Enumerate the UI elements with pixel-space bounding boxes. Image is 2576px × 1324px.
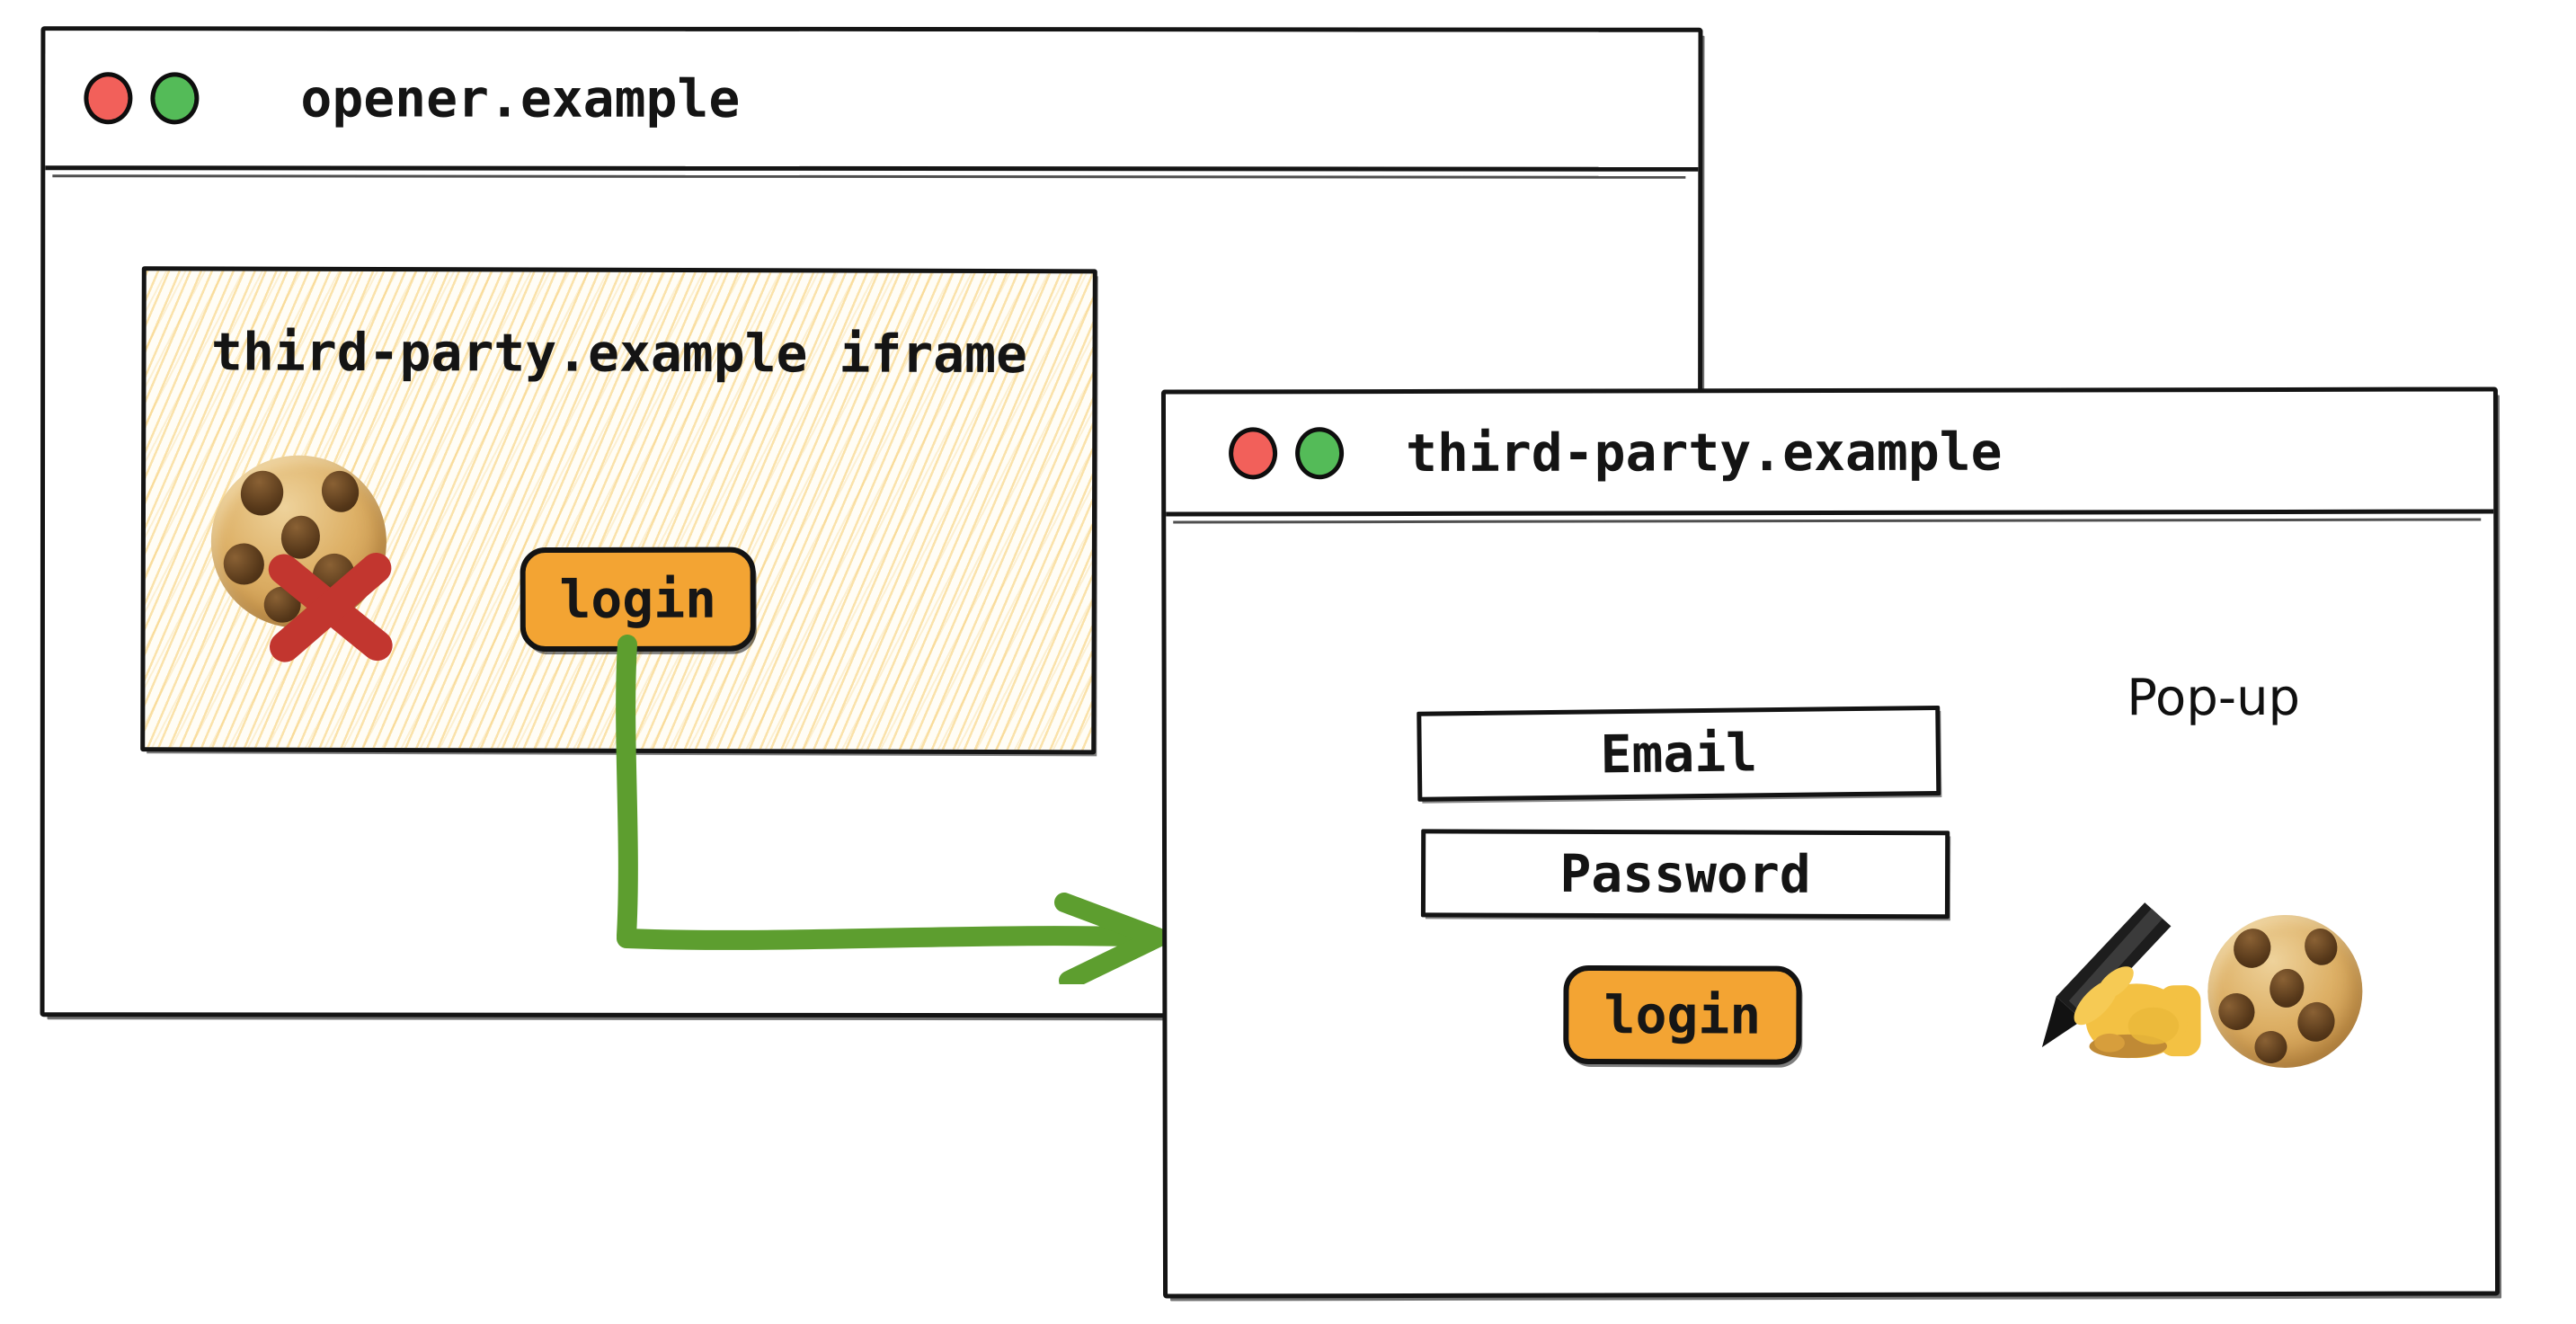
email-input[interactable]: Email bbox=[1417, 705, 1941, 802]
popup-window-title: third-party.example bbox=[1406, 421, 2003, 484]
green-dot-icon[interactable] bbox=[1295, 426, 1345, 479]
popup-login-button[interactable]: login bbox=[1563, 964, 1802, 1065]
blocked-cross-icon bbox=[262, 546, 399, 669]
popup-annotation-label: Pop-up bbox=[2127, 668, 2301, 728]
popup-window: third-party.example Email Password login… bbox=[1160, 387, 2500, 1299]
popup-window-body: Email Password login Pop-up bbox=[1166, 513, 2495, 1293]
writing-hand-icon bbox=[2041, 902, 2201, 1059]
green-dot-icon[interactable] bbox=[150, 72, 200, 125]
cookie-icon bbox=[2207, 914, 2363, 1069]
opener-window-title: opener.example bbox=[300, 67, 741, 129]
popup-titlebar: third-party.example bbox=[1165, 391, 2494, 517]
red-dot-icon[interactable] bbox=[84, 72, 133, 125]
red-dot-icon[interactable] bbox=[1229, 426, 1278, 479]
opener-titlebar: opener.example bbox=[45, 31, 1699, 172]
password-input[interactable]: Password bbox=[1420, 829, 1950, 920]
opens-popup-arrow-icon bbox=[616, 635, 1168, 984]
iframe-heading: third-party.example iframe bbox=[210, 321, 1028, 386]
